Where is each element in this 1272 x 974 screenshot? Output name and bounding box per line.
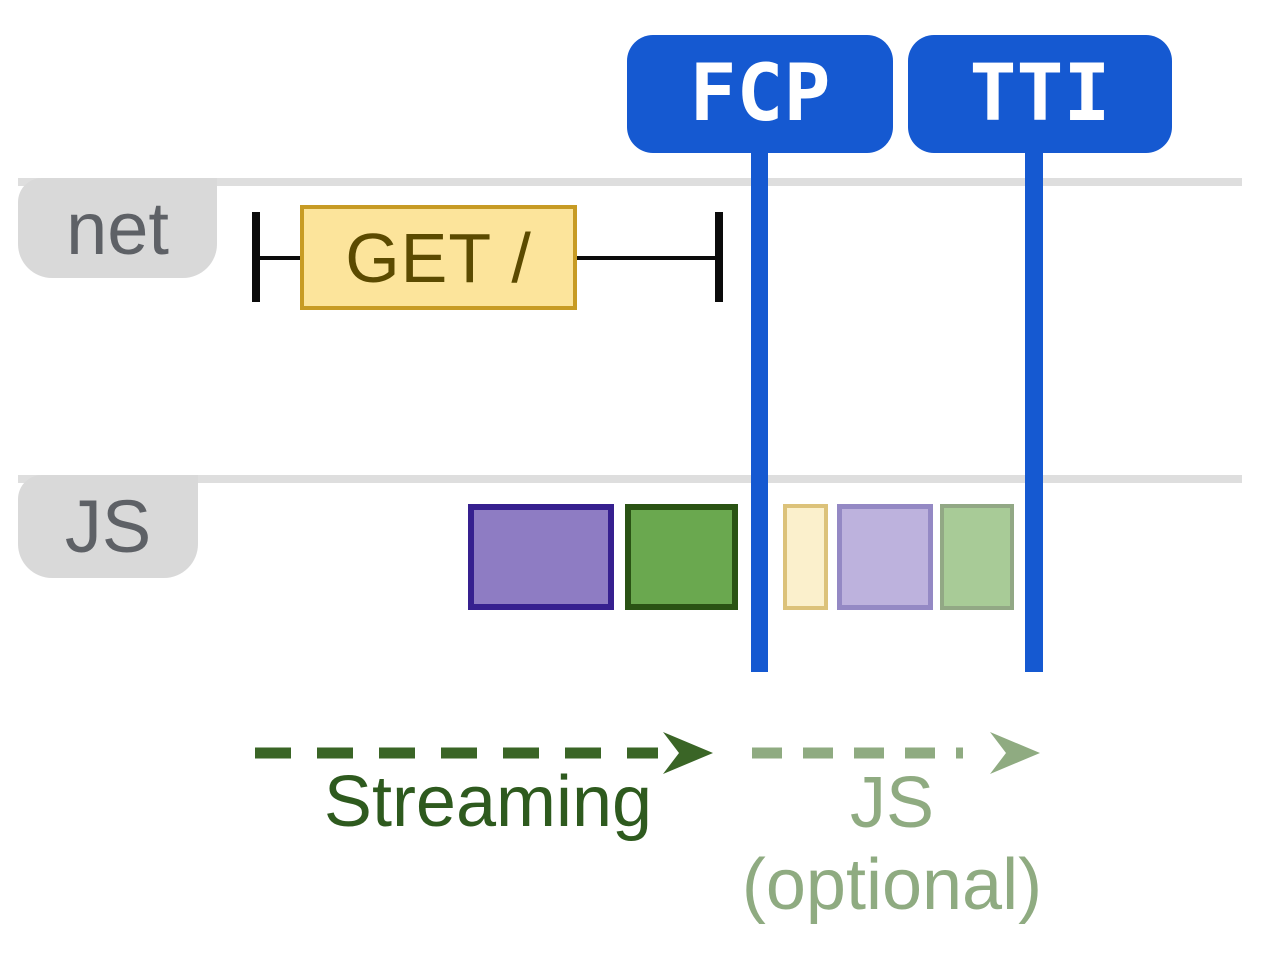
fcp-marker-line [751, 148, 768, 672]
net-lane-line [18, 178, 1242, 186]
js-task-solid-green [625, 504, 738, 610]
js-optional-caption-line2: (optional) [741, 845, 1043, 925]
get-request-box: GET / [300, 205, 577, 310]
net-lane-label-text: net [66, 186, 169, 270]
js-task-light-yellow [783, 504, 828, 610]
js-optional-caption-line1: JS [849, 763, 935, 843]
streaming-caption: Streaming [238, 760, 738, 844]
streaming-arrow-head [663, 732, 713, 774]
js-optional-caption: JS (optional) [725, 762, 1059, 926]
fcp-badge-text: FCP [689, 49, 831, 139]
tti-badge-text: TTI [969, 49, 1111, 139]
js-lane-label: JS [18, 475, 198, 578]
js-task-light-purple [837, 504, 933, 610]
get-request-label: GET / [345, 218, 532, 297]
tti-marker-line [1025, 148, 1043, 672]
streaming-caption-text: Streaming [323, 762, 653, 842]
js-lane-label-text: JS [64, 485, 152, 568]
net-lane-label: net [18, 178, 217, 278]
tti-badge: TTI [908, 35, 1172, 153]
js-task-light-green [940, 504, 1014, 610]
phase-arrows [255, 732, 1040, 774]
js-lane-line [18, 475, 1242, 483]
js-task-solid-purple [468, 504, 614, 610]
fcp-badge: FCP [627, 35, 893, 153]
request-end-tick [715, 212, 723, 302]
js-optional-arrow-head [990, 732, 1040, 774]
